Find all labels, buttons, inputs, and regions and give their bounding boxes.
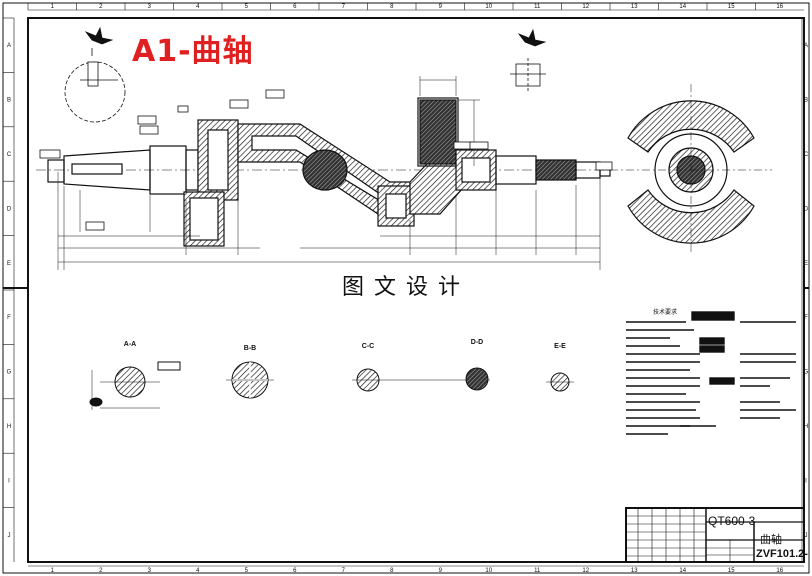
zone-row-label: C — [7, 152, 12, 158]
zone-column-label: 14 — [679, 4, 686, 10]
zone-column-label: 7 — [342, 568, 346, 574]
zone-column-label: 9 — [439, 4, 443, 10]
technical-requirements-block — [626, 311, 796, 435]
zone-row-label: I — [8, 478, 10, 484]
zone-row-label: E — [804, 261, 808, 267]
watermark-label: 图文设计 — [318, 272, 494, 304]
zone-column-label: 5 — [245, 568, 249, 574]
section-label: C-C — [362, 343, 374, 350]
zone-row-label: G — [804, 370, 809, 376]
title-block-material: QT600-3 — [708, 514, 756, 528]
section-views — [89, 361, 574, 410]
zone-column-label: 6 — [293, 568, 297, 574]
zone-column-label: 6 — [293, 4, 297, 10]
zone-column-label: 4 — [196, 4, 200, 10]
zone-column-label: 15 — [728, 4, 735, 10]
zone-row-label: I — [805, 478, 807, 484]
zone-column-label: 2 — [99, 4, 103, 10]
zone-column-label: 8 — [390, 568, 394, 574]
zone-row-label: J — [8, 533, 11, 539]
tech-req-heading-layer: 技术要求 — [653, 308, 677, 316]
zone-column-label: 16 — [776, 568, 783, 574]
section-label-layer: A-A B-B C-C D-D E-E — [124, 339, 566, 352]
zone-row-label: F — [7, 315, 11, 321]
section-label: B-B — [244, 345, 256, 352]
zone-column-label: 15 — [728, 568, 735, 574]
zone-row-label: E — [7, 261, 11, 267]
zone-column-label: 13 — [631, 4, 638, 10]
zone-column-label: 10 — [485, 568, 492, 574]
zone-row-label: B — [7, 98, 11, 104]
technical-requirements-heading: 技术要求 — [653, 308, 677, 316]
zone-column-label: 11 — [534, 4, 541, 10]
zone-column-label: 1 — [51, 4, 55, 10]
zone-column-label: 3 — [148, 4, 152, 10]
dimension-lines — [57, 76, 601, 270]
zone-column-label: 4 — [196, 568, 200, 574]
zone-column-label: 8 — [390, 4, 394, 10]
zone-column-label: 1 — [51, 568, 55, 574]
zone-row-label: F — [804, 315, 808, 321]
zone-row-labels-right: A B C D E F G H I J — [804, 43, 809, 539]
zone-row-label: G — [7, 370, 12, 376]
zone-column-label: 13 — [631, 568, 638, 574]
title-block-drawing-code: ZVF101.2- — [756, 548, 808, 560]
zone-column-label: 5 — [245, 4, 249, 10]
zone-column-label: 11 — [534, 568, 541, 574]
drawing-title-stamp: A1-曲轴 — [132, 34, 254, 69]
zone-row-label: A — [7, 43, 11, 49]
crankshaft-side-view — [610, 84, 772, 252]
section-label: D-D — [471, 339, 483, 346]
zone-row-label: C — [804, 152, 809, 158]
title-block — [625, 507, 805, 563]
zone-row-label: D — [804, 206, 809, 212]
title-block-part-name: 曲轴 — [760, 534, 782, 546]
zone-row-label: H — [7, 424, 11, 430]
section-label: E-E — [554, 343, 566, 350]
detail-sketch-right — [510, 28, 547, 92]
zone-column-label: 10 — [485, 4, 492, 10]
zone-column-label: 16 — [776, 4, 783, 10]
zone-row-label: H — [804, 424, 808, 430]
tolerance-frames — [39, 89, 613, 231]
zone-row-label: J — [805, 533, 808, 539]
zone-row-label: D — [7, 206, 12, 212]
zone-column-label: 12 — [582, 4, 589, 10]
crankshaft-main-view — [36, 97, 611, 247]
zone-column-label: 9 — [439, 568, 443, 574]
section-label: A-A — [124, 341, 136, 348]
zone-column-label: 2 — [99, 568, 103, 574]
zone-column-label: 12 — [582, 568, 589, 574]
zone-column-label: 14 — [679, 568, 686, 574]
detail-sketch-left — [64, 26, 126, 123]
zone-column-label: 3 — [148, 568, 152, 574]
zone-row-label: B — [804, 98, 808, 104]
zone-row-labels-left: A B C D E F G H I J — [3, 17, 14, 539]
zone-row-label: A — [804, 43, 808, 49]
zone-column-label: 7 — [342, 4, 346, 10]
